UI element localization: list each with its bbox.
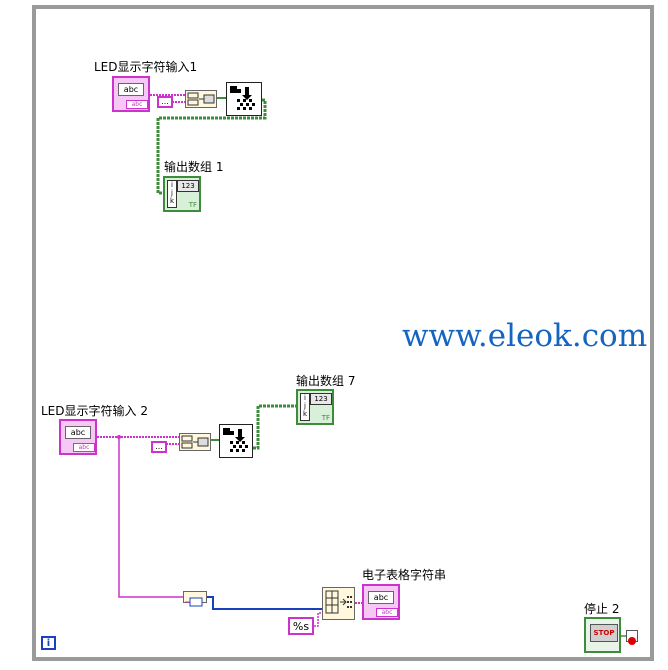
- function-icon: [185, 597, 203, 607]
- output-array-7-label: 输出数组 7: [296, 374, 356, 388]
- numeric-wire[interactable]: [207, 596, 322, 610]
- array-wire[interactable]: [156, 98, 267, 195]
- block-diagram-frame: [32, 5, 654, 661]
- empty-string-constant[interactable]: ...: [157, 96, 173, 108]
- string-foot-glyph: abc: [126, 100, 148, 109]
- string-wire[interactable]: [118, 437, 183, 598]
- led-matrix-subvi-icon[interactable]: [219, 424, 253, 458]
- spreadsheet-icon: [325, 590, 352, 614]
- string-foot-glyph: abc: [376, 608, 398, 617]
- numeric-glyph: 123: [310, 393, 332, 405]
- led-matrix-icon: [230, 86, 255, 110]
- string-to-byte-array-function[interactable]: [179, 433, 211, 451]
- led-input-1-label: LED显示字符输入1: [94, 60, 198, 74]
- bool-glyph: TF: [321, 414, 330, 422]
- string-glyph: abc: [65, 426, 91, 439]
- string-length-function[interactable]: [183, 591, 207, 607]
- led-input-2-label: LED显示字符输入 2: [41, 404, 148, 418]
- string-wire[interactable]: [314, 612, 322, 627]
- output-array-1-label: 输出数组 1: [164, 160, 224, 174]
- spreadsheet-string-terminal[interactable]: abc abc: [362, 584, 400, 620]
- string-foot-glyph: abc: [73, 443, 95, 452]
- stop-condition-icon[interactable]: [626, 630, 638, 645]
- stop-button-face: STOP: [590, 624, 618, 642]
- numeric-glyph: 123: [177, 180, 199, 192]
- bool-glyph: TF: [188, 201, 197, 209]
- led-input-2-terminal[interactable]: abc abc: [59, 419, 97, 455]
- stop-2-label: 停止 2: [584, 602, 620, 616]
- iteration-info-icon: i: [41, 636, 56, 650]
- string-glyph: abc: [118, 83, 144, 96]
- stop-condition-glyph: [628, 637, 636, 645]
- array-wire[interactable]: [253, 404, 297, 450]
- watermark: www.eleok.com: [402, 318, 648, 354]
- empty-string-constant[interactable]: ...: [151, 441, 167, 453]
- led-matrix-icon: [223, 428, 248, 452]
- array-to-spreadsheet-string-function[interactable]: [322, 587, 355, 620]
- led-matrix-subvi-icon[interactable]: [226, 82, 262, 116]
- string-glyph: abc: [368, 591, 394, 604]
- led-input-1-terminal[interactable]: abc abc: [112, 76, 150, 112]
- format-string-constant[interactable]: %s: [288, 617, 314, 635]
- stop-2-terminal[interactable]: STOP: [584, 617, 621, 653]
- string-to-byte-array-function[interactable]: [185, 90, 217, 108]
- wire-junction: [117, 435, 121, 439]
- function-icon: [187, 92, 215, 106]
- spreadsheet-string-label: 电子表格字符串: [362, 568, 447, 582]
- function-icon: [181, 435, 209, 449]
